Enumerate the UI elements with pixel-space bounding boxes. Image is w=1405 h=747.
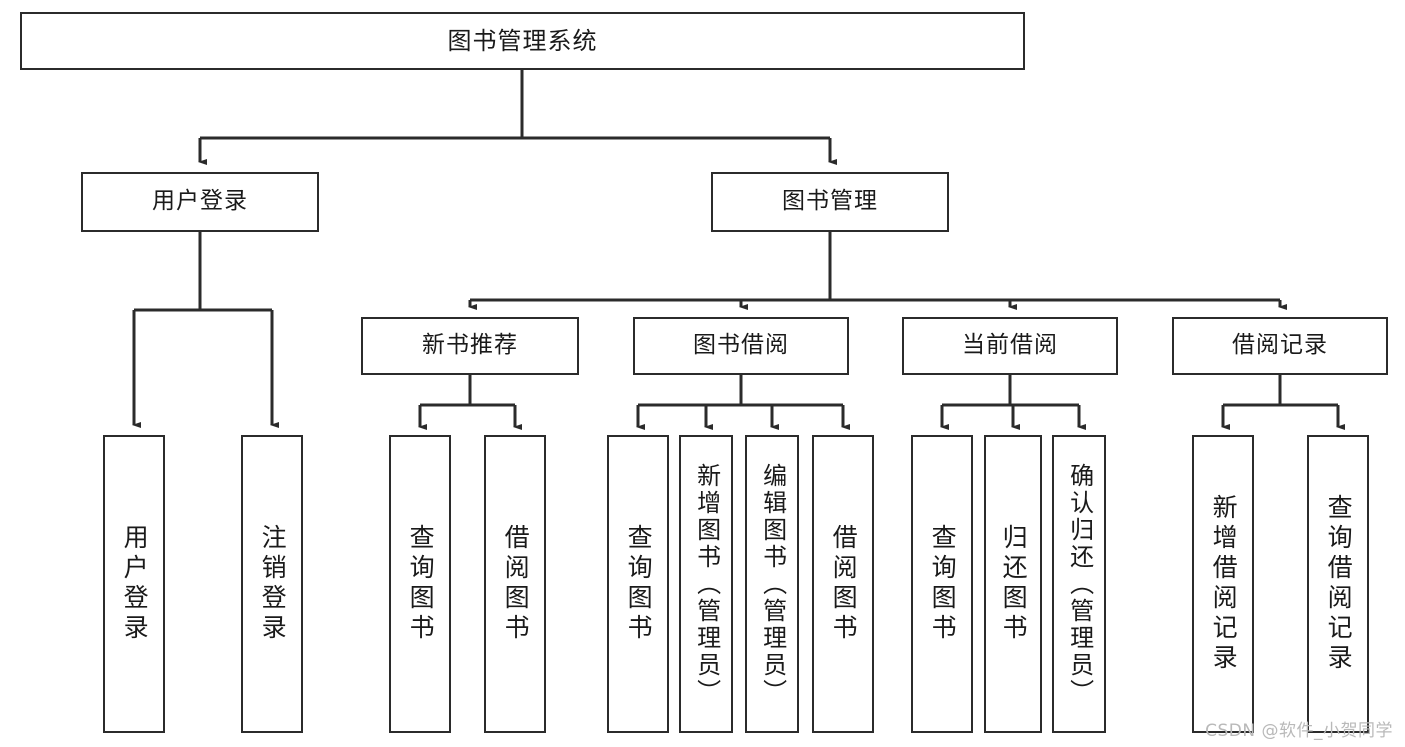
node-borrow-record[interactable]: 借阅记录 [1172,317,1388,375]
node-user-login-leaf[interactable]: 用户登录 [103,435,165,733]
node-borrow-book-recommend-label: 借阅图书 [501,524,531,644]
node-query-book-borrow-label: 查询图书 [624,524,654,644]
node-query-book-current-label: 查询图书 [928,524,958,644]
node-new-book-recommend[interactable]: 新书推荐 [361,317,579,375]
node-query-book-recommend-label: 查询图书 [406,524,436,644]
node-add-borrow-record[interactable]: 新增借阅记录 [1192,435,1254,733]
node-borrow-book-recommend[interactable]: 借阅图书 [484,435,546,733]
node-query-borrow-record-label: 查询借阅记录 [1324,494,1354,674]
node-return-book[interactable]: 归还图书 [984,435,1042,733]
node-query-book-borrow[interactable]: 查询图书 [607,435,669,733]
node-current-borrow-label: 当前借阅 [962,332,1058,359]
node-user-logout-leaf-label: 注销登录 [258,524,288,644]
node-confirm-return-admin[interactable]: 确认归还（管理员） [1052,435,1106,733]
node-query-book-current[interactable]: 查询图书 [911,435,973,733]
node-edit-book-admin[interactable]: 编辑图书（管理员） [745,435,799,733]
node-query-book-recommend[interactable]: 查询图书 [389,435,451,733]
node-borrow-record-label: 借阅记录 [1232,332,1328,359]
node-confirm-return-admin-label: 确认归还（管理员） [1065,462,1094,706]
node-query-borrow-record[interactable]: 查询借阅记录 [1307,435,1369,733]
node-current-borrow[interactable]: 当前借阅 [902,317,1118,375]
node-add-book-admin-label: 新增图书（管理员） [692,462,721,706]
node-user-login-leaf-label: 用户登录 [120,524,150,644]
node-book-borrow-label: 图书借阅 [693,332,789,359]
node-add-borrow-record-label: 新增借阅记录 [1209,494,1239,674]
node-borrow-book-borrow-label: 借阅图书 [829,524,859,644]
node-book-borrow[interactable]: 图书借阅 [633,317,849,375]
node-root-label: 图书管理系统 [447,26,598,55]
node-book-manage-label: 图书管理 [782,188,878,215]
node-book-manage[interactable]: 图书管理 [711,172,949,232]
node-root[interactable]: 图书管理系统 [20,12,1025,70]
node-user-login[interactable]: 用户登录 [81,172,319,232]
node-borrow-book-borrow[interactable]: 借阅图书 [812,435,874,733]
node-user-logout-leaf[interactable]: 注销登录 [241,435,303,733]
node-edit-book-admin-label: 编辑图书（管理员） [758,462,787,706]
node-return-book-label: 归还图书 [999,524,1029,644]
node-new-book-recommend-label: 新书推荐 [422,332,518,359]
node-add-book-admin[interactable]: 新增图书（管理员） [679,435,733,733]
node-user-login-label: 用户登录 [152,188,248,215]
